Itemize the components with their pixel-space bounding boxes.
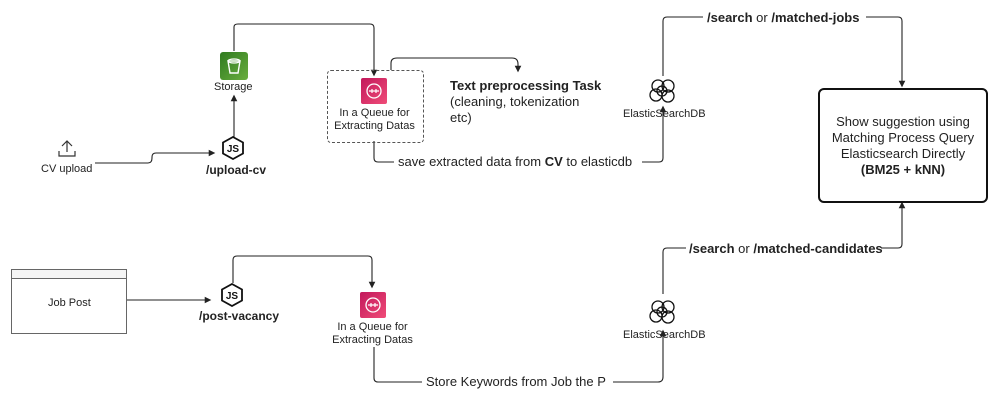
suggestion-text: Show suggestion using Matching Process Q… [818, 114, 988, 178]
text-task-line2: etc) [450, 110, 472, 125]
search2-a: /search [689, 241, 735, 256]
queue2-label: In a Queue for Extracting Datas [325, 321, 420, 347]
svg-text:JS: JS [227, 144, 240, 155]
elasticsearch-icon[interactable] [648, 297, 678, 327]
search2-or: or [734, 241, 754, 256]
svg-text:JS: JS [226, 291, 239, 302]
browser-title-bar [12, 270, 126, 279]
store-keywords-label: Store Keywords from Job the P [426, 374, 606, 389]
search-candidates-label: /search or /matched-candidates [689, 241, 883, 257]
cv-upload-label: CV upload [41, 163, 93, 175]
edge-storage-to-queue [233, 23, 378, 77]
nodejs-icon[interactable]: JS [221, 283, 243, 307]
queue-icon[interactable] [360, 292, 386, 318]
search1-a: /search [707, 10, 753, 25]
queue2-label-line1: In a Queue for [337, 321, 408, 333]
edge-queue-to-es1 [373, 141, 394, 163]
save-extracted-pre: save extracted data from [398, 154, 545, 169]
edge-es1-to-result [662, 16, 703, 76]
nodejs-icon[interactable]: JS [222, 136, 244, 160]
edge-cv-to-uploadcv [95, 149, 216, 164]
edge-es2-to-result [662, 247, 686, 294]
queue1-label-line1: In a Queue for [339, 107, 410, 119]
search1-or: or [752, 10, 772, 25]
text-preprocessing-task: Text preprocessing Task (cleaning, token… [450, 78, 601, 126]
save-extracted-label: save extracted data from CV to elasticdb [398, 154, 632, 170]
elasticsearch-icon[interactable] [648, 76, 678, 106]
upload-icon[interactable] [57, 139, 77, 159]
result-line2: Matching Process Query [831, 130, 975, 145]
suggestion-result-box [818, 88, 988, 203]
upload-cv-label: /upload-cv [206, 163, 267, 177]
job-post-label: Job Post [48, 297, 91, 309]
queue2-label-line2: Extracting Datas [332, 334, 413, 346]
job-post-window[interactable] [11, 269, 127, 334]
result-line4: (BM25 + kNN) [860, 162, 946, 177]
queue-icon[interactable] [361, 78, 387, 104]
queue-group-box [327, 70, 424, 143]
storage-label: Storage [214, 81, 253, 93]
queue1-label-line2: Extracting Datas [334, 120, 415, 132]
edge-queue2-to-es2 [373, 347, 422, 383]
result-line3: Elasticsearch Directly [840, 146, 966, 161]
edge-postvacancy-to-queue2 [232, 255, 376, 289]
text-task-line1: (cleaning, tokenization [450, 94, 580, 109]
s3-bucket-icon[interactable] [220, 52, 248, 80]
result-line1: Show suggestion using [836, 114, 970, 129]
queue1-label: In a Queue for Extracting Datas [327, 107, 422, 133]
text-task-title: Text preprocessing Task [450, 78, 602, 93]
es1-label: ElasticSearchDB [623, 108, 706, 120]
search1-b: /matched-jobs [771, 10, 860, 25]
es2-label: ElasticSearchDB [623, 329, 706, 341]
save-extracted-post: to elasticdb [562, 154, 633, 169]
post-vacancy-label: /post-vacancy [199, 309, 280, 323]
save-extracted-bold: CV [544, 154, 563, 169]
edge-queue-to-textprep [390, 57, 522, 73]
search-jobs-label: /search or /matched-jobs [707, 10, 859, 26]
search2-b: /matched-candidates [753, 241, 883, 256]
